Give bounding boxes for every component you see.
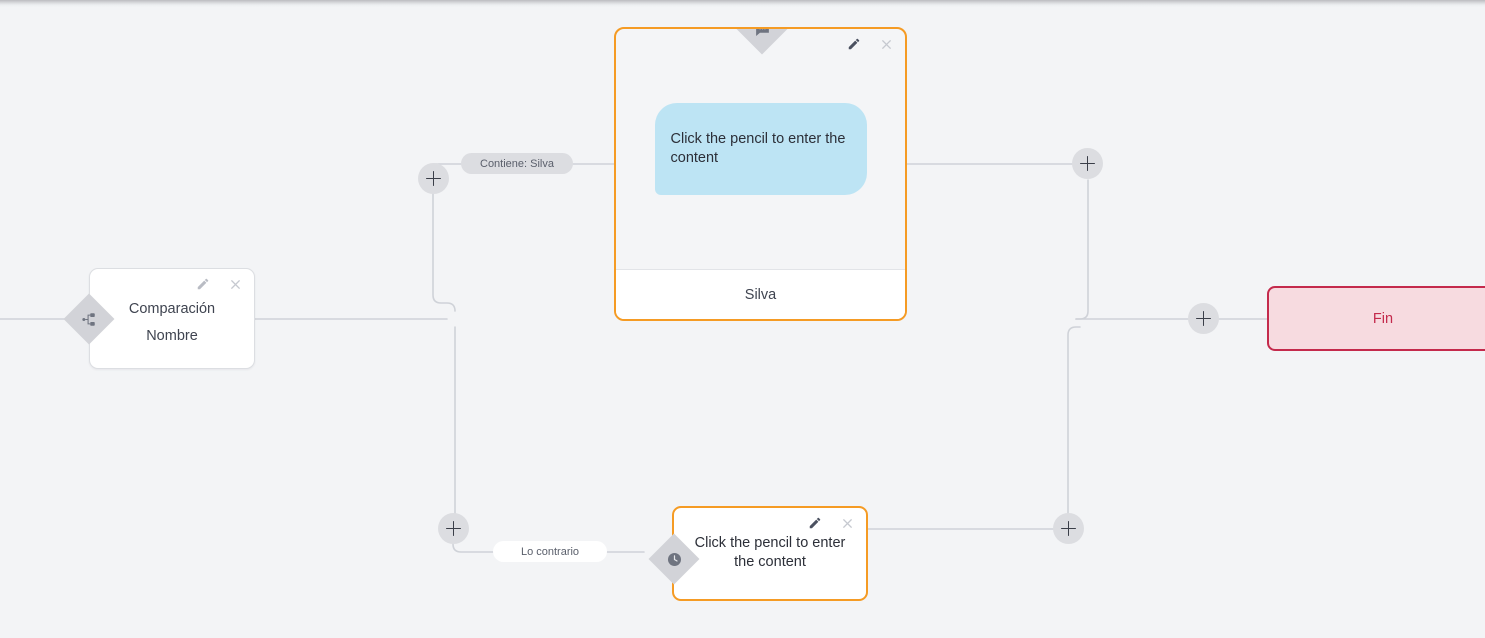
node-delay-text: Click the pencil to enter the content (694, 535, 846, 570)
node-message-footer: Silva (616, 269, 905, 319)
node-message-body: Click the pencil to enter the content (616, 29, 905, 269)
branch-icon-glyph (79, 309, 99, 329)
close-icon[interactable] (226, 275, 244, 293)
edge-false-to-delay (452, 543, 645, 553)
branch-icon (63, 293, 115, 345)
add-node-button-before-end[interactable] (1188, 303, 1219, 334)
node-message-footer-label: Silva (744, 287, 777, 303)
add-node-button-true-branch[interactable] (418, 163, 449, 194)
top-chrome-shadow (0, 0, 1485, 7)
message-bubble-text: Click the pencil to enter the content (670, 131, 846, 166)
node-comparison-actions (194, 275, 244, 293)
add-node-button-after-delay[interactable] (1053, 513, 1084, 544)
edge-label-false-branch[interactable]: Lo contrario (493, 541, 607, 562)
clock-icon-glyph (664, 549, 684, 569)
node-end-label: Fin (1372, 310, 1394, 327)
node-message-actions (845, 35, 895, 53)
edge-label-true-branch[interactable]: Contiene: Silva (461, 153, 573, 174)
node-comparison[interactable]: Comparación Nombre (63, 268, 255, 369)
close-icon[interactable] (838, 514, 856, 532)
message-bubble-icon-glyph (752, 29, 772, 39)
add-node-button-false-branch[interactable] (438, 513, 469, 544)
node-delay[interactable]: Click the pencil to enter the content (648, 506, 868, 601)
edge-delay-merge (1067, 326, 1081, 514)
pencil-icon[interactable] (845, 35, 863, 53)
pencil-icon[interactable] (806, 514, 824, 532)
message-bubble[interactable]: Click the pencil to enter the content (654, 103, 867, 195)
add-node-button-after-message[interactable] (1072, 148, 1103, 179)
clock-icon (648, 533, 700, 585)
node-comparison-title: Comparación (128, 300, 216, 317)
pencil-icon[interactable] (194, 275, 212, 293)
node-delay-actions (806, 514, 856, 532)
edge-label-false-text: Lo contrario (520, 545, 580, 558)
edge-message-merge (1075, 179, 1089, 320)
edge-true-riser (432, 193, 456, 312)
message-bubble-icon (736, 29, 788, 55)
edge-label-true-text: Contiene: Silva (480, 157, 554, 170)
node-end[interactable]: Fin (1267, 286, 1485, 351)
node-message[interactable]: Click the pencil to enter the content Si… (614, 27, 907, 321)
close-icon[interactable] (877, 35, 895, 53)
node-comparison-body: Comparación Nombre (90, 269, 254, 368)
node-comparison-subtitle: Nombre (146, 328, 198, 344)
